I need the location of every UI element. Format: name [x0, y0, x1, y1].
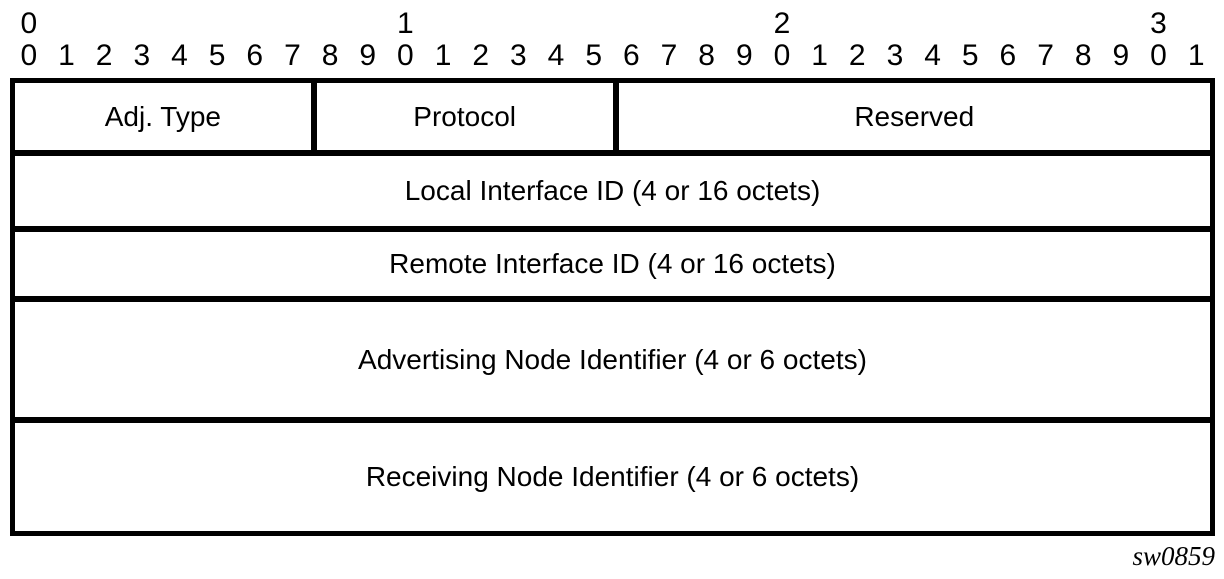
field-label: Advertising Node Identifier (4 or 6 octe… — [358, 343, 867, 375]
packet-row: Local Interface ID (4 or 16 octets) — [15, 150, 1210, 226]
field-local-interface-id: Local Interface ID (4 or 16 octets) — [15, 156, 1210, 226]
field-remote-interface-id: Remote Interface ID (4 or 16 octets) — [15, 232, 1210, 296]
field-adj-type: Adj. Type — [15, 83, 311, 150]
bit-ruler-unit-digit: 1 — [811, 39, 828, 72]
field-protocol: Protocol — [310, 83, 613, 150]
bit-ruler-unit-digit: 7 — [660, 39, 678, 72]
bit-ruler-unit-digit: 2 — [472, 39, 490, 72]
bit-ruler-unit-digit: 4 — [924, 39, 941, 72]
packet-row: Advertising Node Identifier (4 or 6 octe… — [15, 296, 1210, 417]
bit-ruler-tens-digit: 0 — [20, 7, 38, 40]
bit-ruler-unit-digit: 0 — [773, 39, 791, 72]
bit-ruler-unit-digit: 2 — [95, 39, 113, 72]
bit-ruler-unit-digit: 7 — [284, 39, 301, 72]
bit-ruler-unit-digit: 9 — [359, 39, 377, 72]
bit-ruler-unit-digit: 5 — [585, 39, 603, 72]
bit-ruler-unit-digit: 3 — [133, 39, 151, 72]
bit-ruler-unit-digit: 5 — [208, 39, 226, 72]
packet-row: Receiving Node Identifier (4 or 6 octets… — [15, 417, 1210, 531]
bit-ruler-unit-digit: 8 — [321, 39, 339, 72]
bit-ruler-tens: 0 1 2 3 — [10, 8, 1215, 40]
bit-ruler-unit-digit: 4 — [171, 39, 188, 72]
bit-ruler-tens-digit: 3 — [1150, 7, 1167, 40]
bit-ruler-unit-digit: 5 — [961, 39, 979, 72]
packet-row: Remote Interface ID (4 or 16 octets) — [15, 226, 1210, 296]
bit-ruler-unit-digit: 8 — [698, 39, 715, 72]
bit-ruler-unit-digit: 6 — [246, 39, 264, 72]
bit-ruler-unit-digit: 0 — [1150, 39, 1167, 72]
field-label: Remote Interface ID (4 or 16 octets) — [389, 248, 836, 279]
bit-ruler-tens-digit: 2 — [773, 7, 791, 40]
bit-ruler-unit-digit: 3 — [886, 39, 904, 72]
bit-ruler-unit-digit: 7 — [1037, 39, 1054, 72]
bit-ruler-unit-digit: 0 — [397, 39, 414, 72]
bit-ruler-unit-digit: 1 — [1187, 39, 1205, 72]
field-label: Protocol — [413, 100, 516, 132]
packet-row: Adj. Type Protocol Reserved — [15, 83, 1210, 150]
bit-ruler-unit-digit: 2 — [848, 39, 866, 72]
bit-ruler-unit-digit: 9 — [735, 39, 753, 72]
bit-ruler-unit-digit: 9 — [1112, 39, 1130, 72]
field-label: Local Interface ID (4 or 16 octets) — [404, 175, 821, 206]
bit-ruler-unit-digit: 8 — [1074, 39, 1092, 72]
bit-ruler-tens-digit: 1 — [397, 7, 414, 40]
field-reserved: Reserved — [612, 83, 1210, 150]
bit-ruler-unit-digit: 3 — [510, 39, 527, 72]
bit-ruler-unit-digit: 1 — [58, 39, 75, 72]
field-label: Receiving Node Identifier (4 or 6 octets… — [365, 461, 860, 492]
field-receiving-node-identifier: Receiving Node Identifier (4 or 6 octets… — [15, 423, 1210, 531]
bit-ruler-unit-digit: 6 — [622, 39, 640, 72]
figure-id-label: sw0859 — [1132, 541, 1215, 571]
field-label: Adj. Type — [104, 100, 221, 132]
bit-ruler-unit-digit: 1 — [434, 39, 452, 72]
bit-ruler-unit-digit: 4 — [547, 39, 565, 72]
field-advertising-node-identifier: Advertising Node Identifier (4 or 6 octe… — [15, 302, 1210, 417]
field-label: Reserved — [854, 100, 975, 132]
bit-ruler-unit-digit: 6 — [999, 39, 1017, 72]
bit-ruler-unit-digit: 0 — [20, 39, 38, 72]
